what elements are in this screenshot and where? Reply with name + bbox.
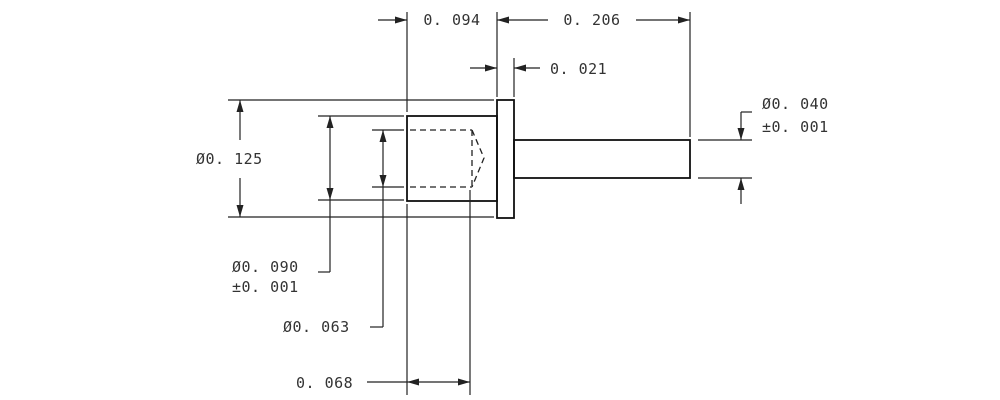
dimension-label-0206: 0. 206 <box>563 11 620 29</box>
extension-lines <box>228 12 752 395</box>
pin <box>513 139 691 179</box>
dimension-0021: 0. 021 <box>470 60 607 78</box>
dimension-0068: 0. 068 <box>296 374 470 392</box>
dimension-label-0068: 0. 068 <box>296 374 353 392</box>
dimension-label-0094: 0. 094 <box>423 11 480 29</box>
dimension-label-0090: Ø0. 090 <box>232 258 299 276</box>
flange <box>496 99 515 219</box>
tolerance-label-0090: ±0. 001 <box>232 278 299 296</box>
dimension-0125: Ø0. 125 <box>196 100 263 217</box>
dimension-label-0040: Ø0. 040 <box>762 95 829 113</box>
dimension-0206: 0. 206 <box>497 11 690 29</box>
part-geometry <box>406 99 691 219</box>
dimension-0094: 0. 094 <box>378 11 480 29</box>
dimension-0063: Ø0. 063 <box>283 130 387 336</box>
dimension-0090: Ø0. 090 ±0. 001 <box>232 116 334 296</box>
dimension-label-0063: Ø0. 063 <box>283 318 350 336</box>
dimension-label-0125: Ø0. 125 <box>196 150 263 168</box>
dimension-0040: Ø0. 040 ±0. 001 <box>737 95 829 204</box>
hidden-drill-point <box>471 129 485 188</box>
dimension-label-0021: 0. 021 <box>550 60 607 78</box>
tolerance-label-0040: ±0. 001 <box>762 118 829 136</box>
